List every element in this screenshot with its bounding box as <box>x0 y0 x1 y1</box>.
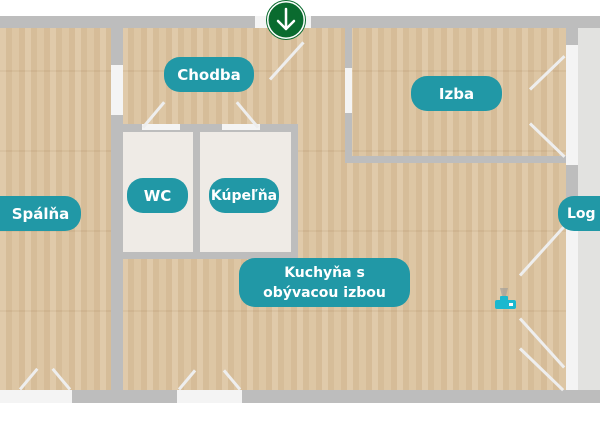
wall-bath-bottom <box>117 252 297 259</box>
room-label-kuchyna[interactable]: Kuchyňa s obývacou izbou <box>239 258 410 307</box>
room-label-izba[interactable]: Izba <box>411 76 502 111</box>
room-label-wc[interactable]: WC <box>127 178 188 213</box>
window-kuchyna <box>177 390 242 403</box>
room-label-loggia[interactable]: Log <box>558 196 600 231</box>
room-label-spalna[interactable]: Spálňa <box>0 196 81 231</box>
wall-bath-divider <box>193 124 200 259</box>
arrow-down-entrance-icon[interactable] <box>266 0 306 40</box>
room-label-chodba[interactable]: Chodba <box>164 57 254 92</box>
wall-bottom <box>0 390 600 403</box>
door-izba-loggia <box>566 45 578 165</box>
room-label-kupelna[interactable]: Kúpeľňa <box>209 178 279 213</box>
opening-wc <box>142 124 180 130</box>
opening-kupelna <box>222 124 260 130</box>
window-chodba <box>111 65 123 115</box>
window-spalna <box>0 390 72 403</box>
wall-bath-top <box>117 124 297 132</box>
wall-izba-bottom <box>345 156 566 163</box>
wall-bath-right <box>291 124 298 259</box>
door-kuchyna-loggia <box>566 222 578 390</box>
camera-viewpoint-icon[interactable] <box>493 288 517 314</box>
window-izba <box>345 68 352 113</box>
